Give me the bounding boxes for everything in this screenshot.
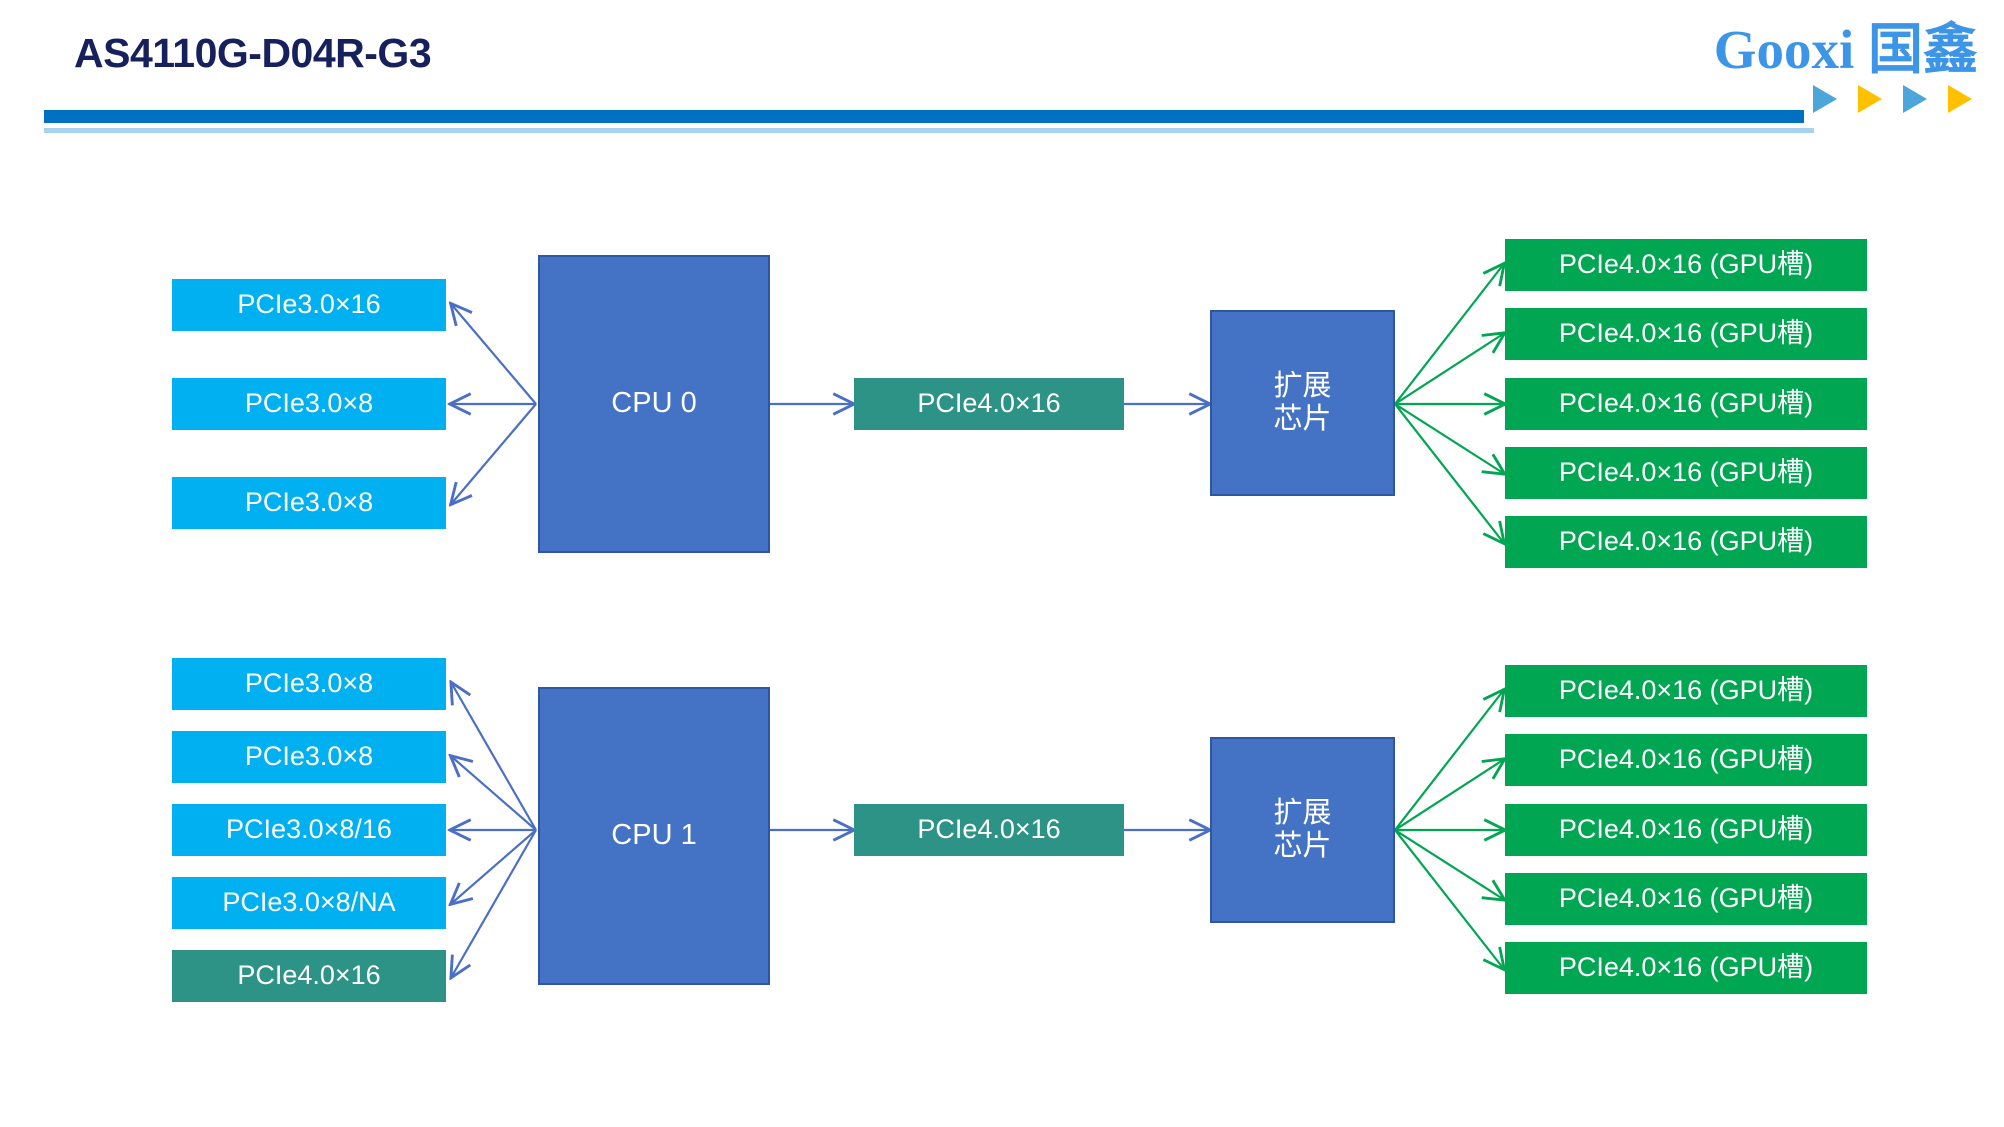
triangle-4-icon: [1948, 85, 1972, 113]
cpu1-gpu-slot-2[interactable]: PCIe4.0×16 (GPU槽): [1505, 734, 1867, 786]
cpu0-gpu-slot-4[interactable]: PCIe4.0×16 (GPU槽): [1505, 447, 1867, 499]
cpu1-gpu-slot-1[interactable]: PCIe4.0×16 (GPU槽): [1505, 665, 1867, 717]
cpu1-switch-chip-line2: 芯片: [1273, 830, 1332, 862]
cpu1-gpu-slot-5[interactable]: PCIe4.0×16 (GPU槽): [1505, 942, 1867, 994]
cpu0-switch-chip-line2: 芯片: [1273, 403, 1332, 435]
triangle-1-icon: [1813, 85, 1837, 113]
cpu0-block[interactable]: CPU 0: [538, 255, 770, 553]
cpu0-switch-chip-line1: 扩展: [1273, 369, 1332, 402]
triangle-3-icon: [1903, 85, 1927, 113]
cpu1-left-slot-4[interactable]: PCIe3.0×8/NA: [172, 877, 446, 929]
cpu0-uplink-link[interactable]: PCIe4.0×16: [854, 378, 1124, 430]
cpu1-switch-chip[interactable]: 扩展 芯片: [1210, 737, 1395, 923]
triangle-2-icon: [1858, 85, 1882, 113]
cpu0-gpu-slot-3[interactable]: PCIe4.0×16 (GPU槽): [1505, 378, 1867, 430]
brand-logo-text: Gooxi 国鑫: [1713, 19, 1978, 80]
page-title: AS4110G-D04R-G3: [74, 30, 432, 76]
cpu1-left-slot-3[interactable]: PCIe3.0×8/16: [172, 804, 446, 856]
cpu1-switch-chip-line1: 扩展: [1273, 796, 1332, 829]
cpu0-left-slot-1[interactable]: PCIe3.0×16: [172, 279, 446, 331]
cpu0-gpu-slot-2[interactable]: PCIe4.0×16 (GPU槽): [1505, 308, 1867, 360]
cpu0-switch-chip[interactable]: 扩展 芯片: [1210, 310, 1395, 496]
cpu1-left-slot-2[interactable]: PCIe3.0×8: [172, 731, 446, 783]
cpu0-gpu-slot-5[interactable]: PCIe4.0×16 (GPU槽): [1505, 516, 1867, 568]
cpu0-left-slot-2[interactable]: PCIe3.0×8: [172, 378, 446, 430]
cpu1-left-slot-1[interactable]: PCIe3.0×8: [172, 658, 446, 710]
header-accent-bar-thin: [44, 128, 1814, 133]
cpu1-left-slot-5[interactable]: PCIe4.0×16: [172, 950, 446, 1002]
cpu1-block[interactable]: CPU 1: [538, 687, 770, 985]
logo-triangle-row: [1714, 85, 1978, 113]
cpu0-left-slot-3[interactable]: PCIe3.0×8: [172, 477, 446, 529]
cpu0-gpu-slot-1[interactable]: PCIe4.0×16 (GPU槽): [1505, 239, 1867, 291]
cpu1-gpu-slot-3[interactable]: PCIe4.0×16 (GPU槽): [1505, 804, 1867, 856]
header-accent-bar: [44, 110, 1804, 123]
cpu1-gpu-slot-4[interactable]: PCIe4.0×16 (GPU槽): [1505, 873, 1867, 925]
cpu1-uplink-link[interactable]: PCIe4.0×16: [854, 804, 1124, 856]
brand-logo: Gooxi 国鑫: [1714, 22, 1978, 113]
